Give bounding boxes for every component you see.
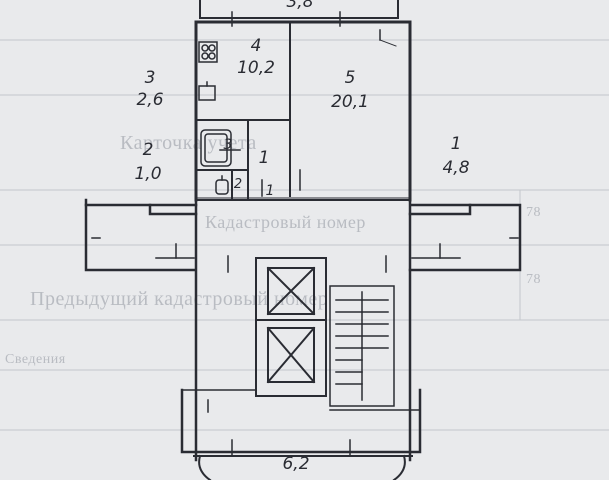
- apartment-walls: [194, 20, 412, 202]
- toilet-icon: [215, 175, 229, 195]
- kitchen-sink-icon: [198, 81, 216, 101]
- background-form-text: Карточка учета: [120, 132, 257, 154]
- bath-number-3: 3: [223, 137, 233, 153]
- room-3-number: 3: [144, 68, 156, 88]
- door-ticks: [219, 11, 397, 197]
- background-form-text: Сведения: [5, 352, 66, 367]
- elevator-shafts: [255, 257, 327, 397]
- corridor-walls: [84, 198, 522, 462]
- room-1-area: 4,8: [442, 158, 470, 178]
- background-form-text: 78: [526, 205, 541, 220]
- toilet-number-2: 2: [233, 177, 243, 192]
- bath-number-1: 1: [258, 148, 270, 168]
- background-form-text: Предыдущий кадастровый номер: [30, 288, 329, 310]
- room-5-area: 20,1: [331, 92, 369, 112]
- room-6-area: 6,2: [282, 454, 310, 474]
- bathroom-walls: [195, 119, 291, 199]
- hall-number-1: 1: [265, 183, 275, 199]
- background-form-text: 78: [526, 272, 541, 287]
- corridor-ticks: [91, 237, 519, 273]
- bottom-balcony: [193, 454, 413, 480]
- room-1-number: 1: [450, 134, 462, 154]
- stairwell: [329, 285, 395, 407]
- room-4-area: 10,2: [237, 58, 275, 78]
- room-4-number: 4: [250, 36, 262, 56]
- kitchen-stove-icon: [198, 41, 218, 63]
- room-3-area: 2,6: [136, 90, 164, 110]
- room-7-area: 3,8: [286, 0, 314, 12]
- lower-landing: [180, 388, 422, 457]
- background-form-text: Кадастровый номер: [205, 212, 366, 232]
- room-2-number: 2: [142, 140, 154, 160]
- room-5-number: 5: [344, 68, 356, 88]
- bathtub-icon: [200, 129, 232, 167]
- room-2-area: 1,0: [134, 164, 162, 184]
